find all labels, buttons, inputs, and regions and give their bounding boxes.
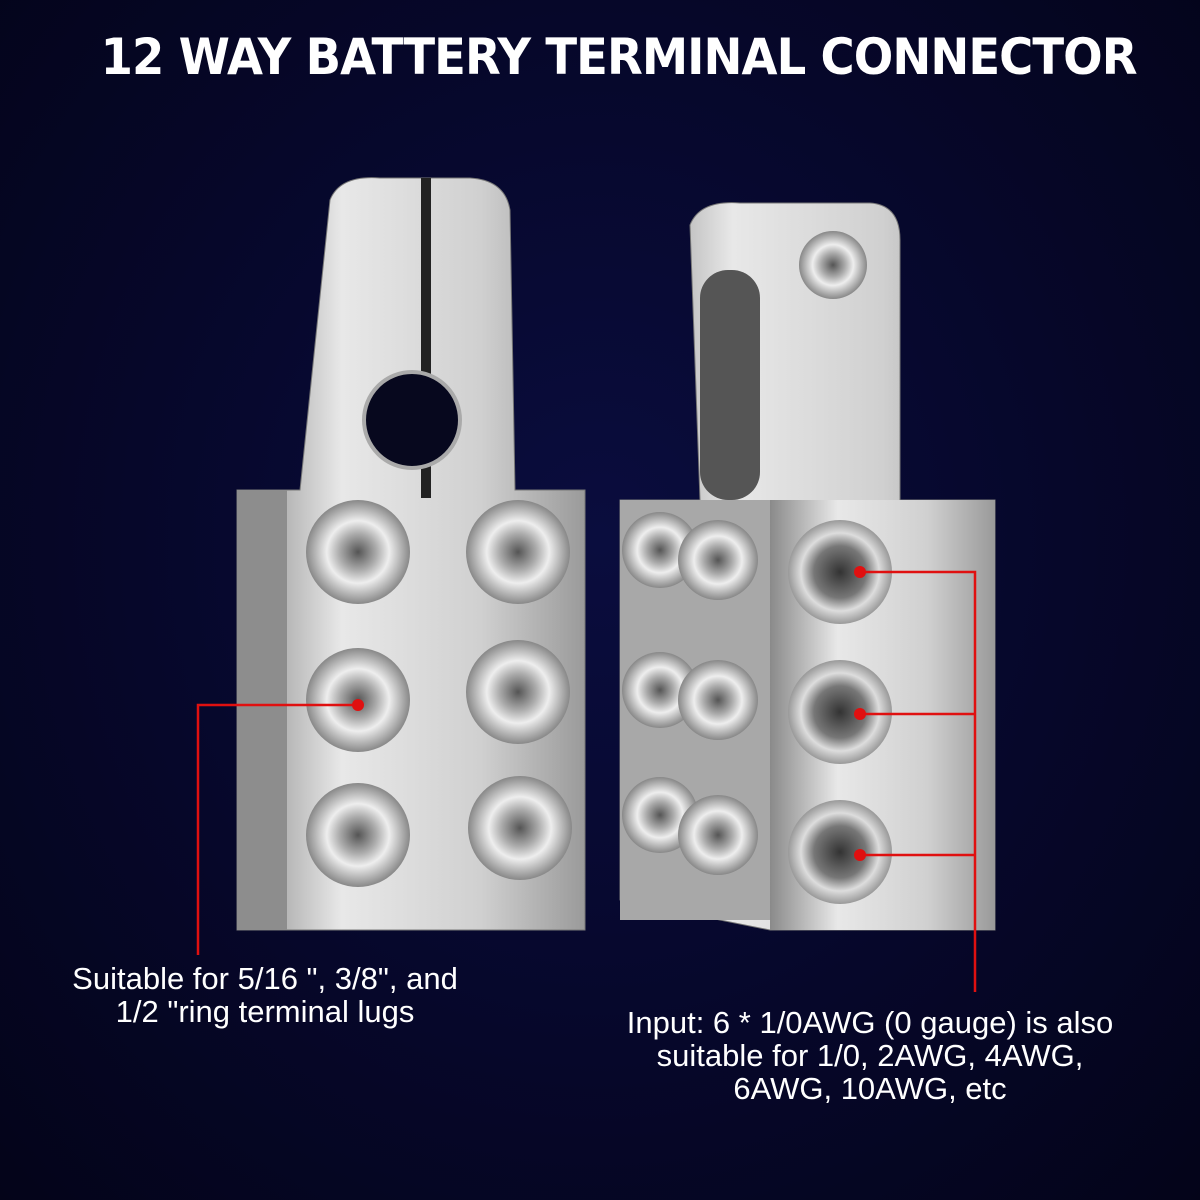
caption-line: Suitable for 5/16 ", 3/8", and <box>72 961 458 996</box>
right-callout-caption: Input: 6 * 1/0AWG (0 gauge) is also suit… <box>560 1006 1180 1105</box>
caption-line: Input: 6 * 1/0AWG (0 gauge) is also <box>626 1005 1114 1040</box>
caption-line: 1/2 "ring terminal lugs <box>115 994 415 1029</box>
left-nuts <box>306 500 572 887</box>
left-terminal-connector <box>236 177 586 931</box>
right-nuts <box>622 512 758 875</box>
left-callout-dot <box>352 699 364 711</box>
caption-line: suitable for 1/0, 2AWG, 4AWG, <box>656 1038 1084 1073</box>
right-terminal-connector <box>619 202 996 931</box>
right-callout-dots <box>854 566 866 861</box>
page-title: 12 WAY BATTERY TERMINAL CONNECTOR <box>100 28 1138 86</box>
right-callout-line <box>860 570 977 992</box>
left-callout-line <box>196 703 358 955</box>
input-bores <box>788 520 892 904</box>
left-callout-caption: Suitable for 5/16 ", 3/8", and 1/2 "ring… <box>20 962 510 1028</box>
caption-line: 6AWG, 10AWG, etc <box>733 1071 1007 1106</box>
